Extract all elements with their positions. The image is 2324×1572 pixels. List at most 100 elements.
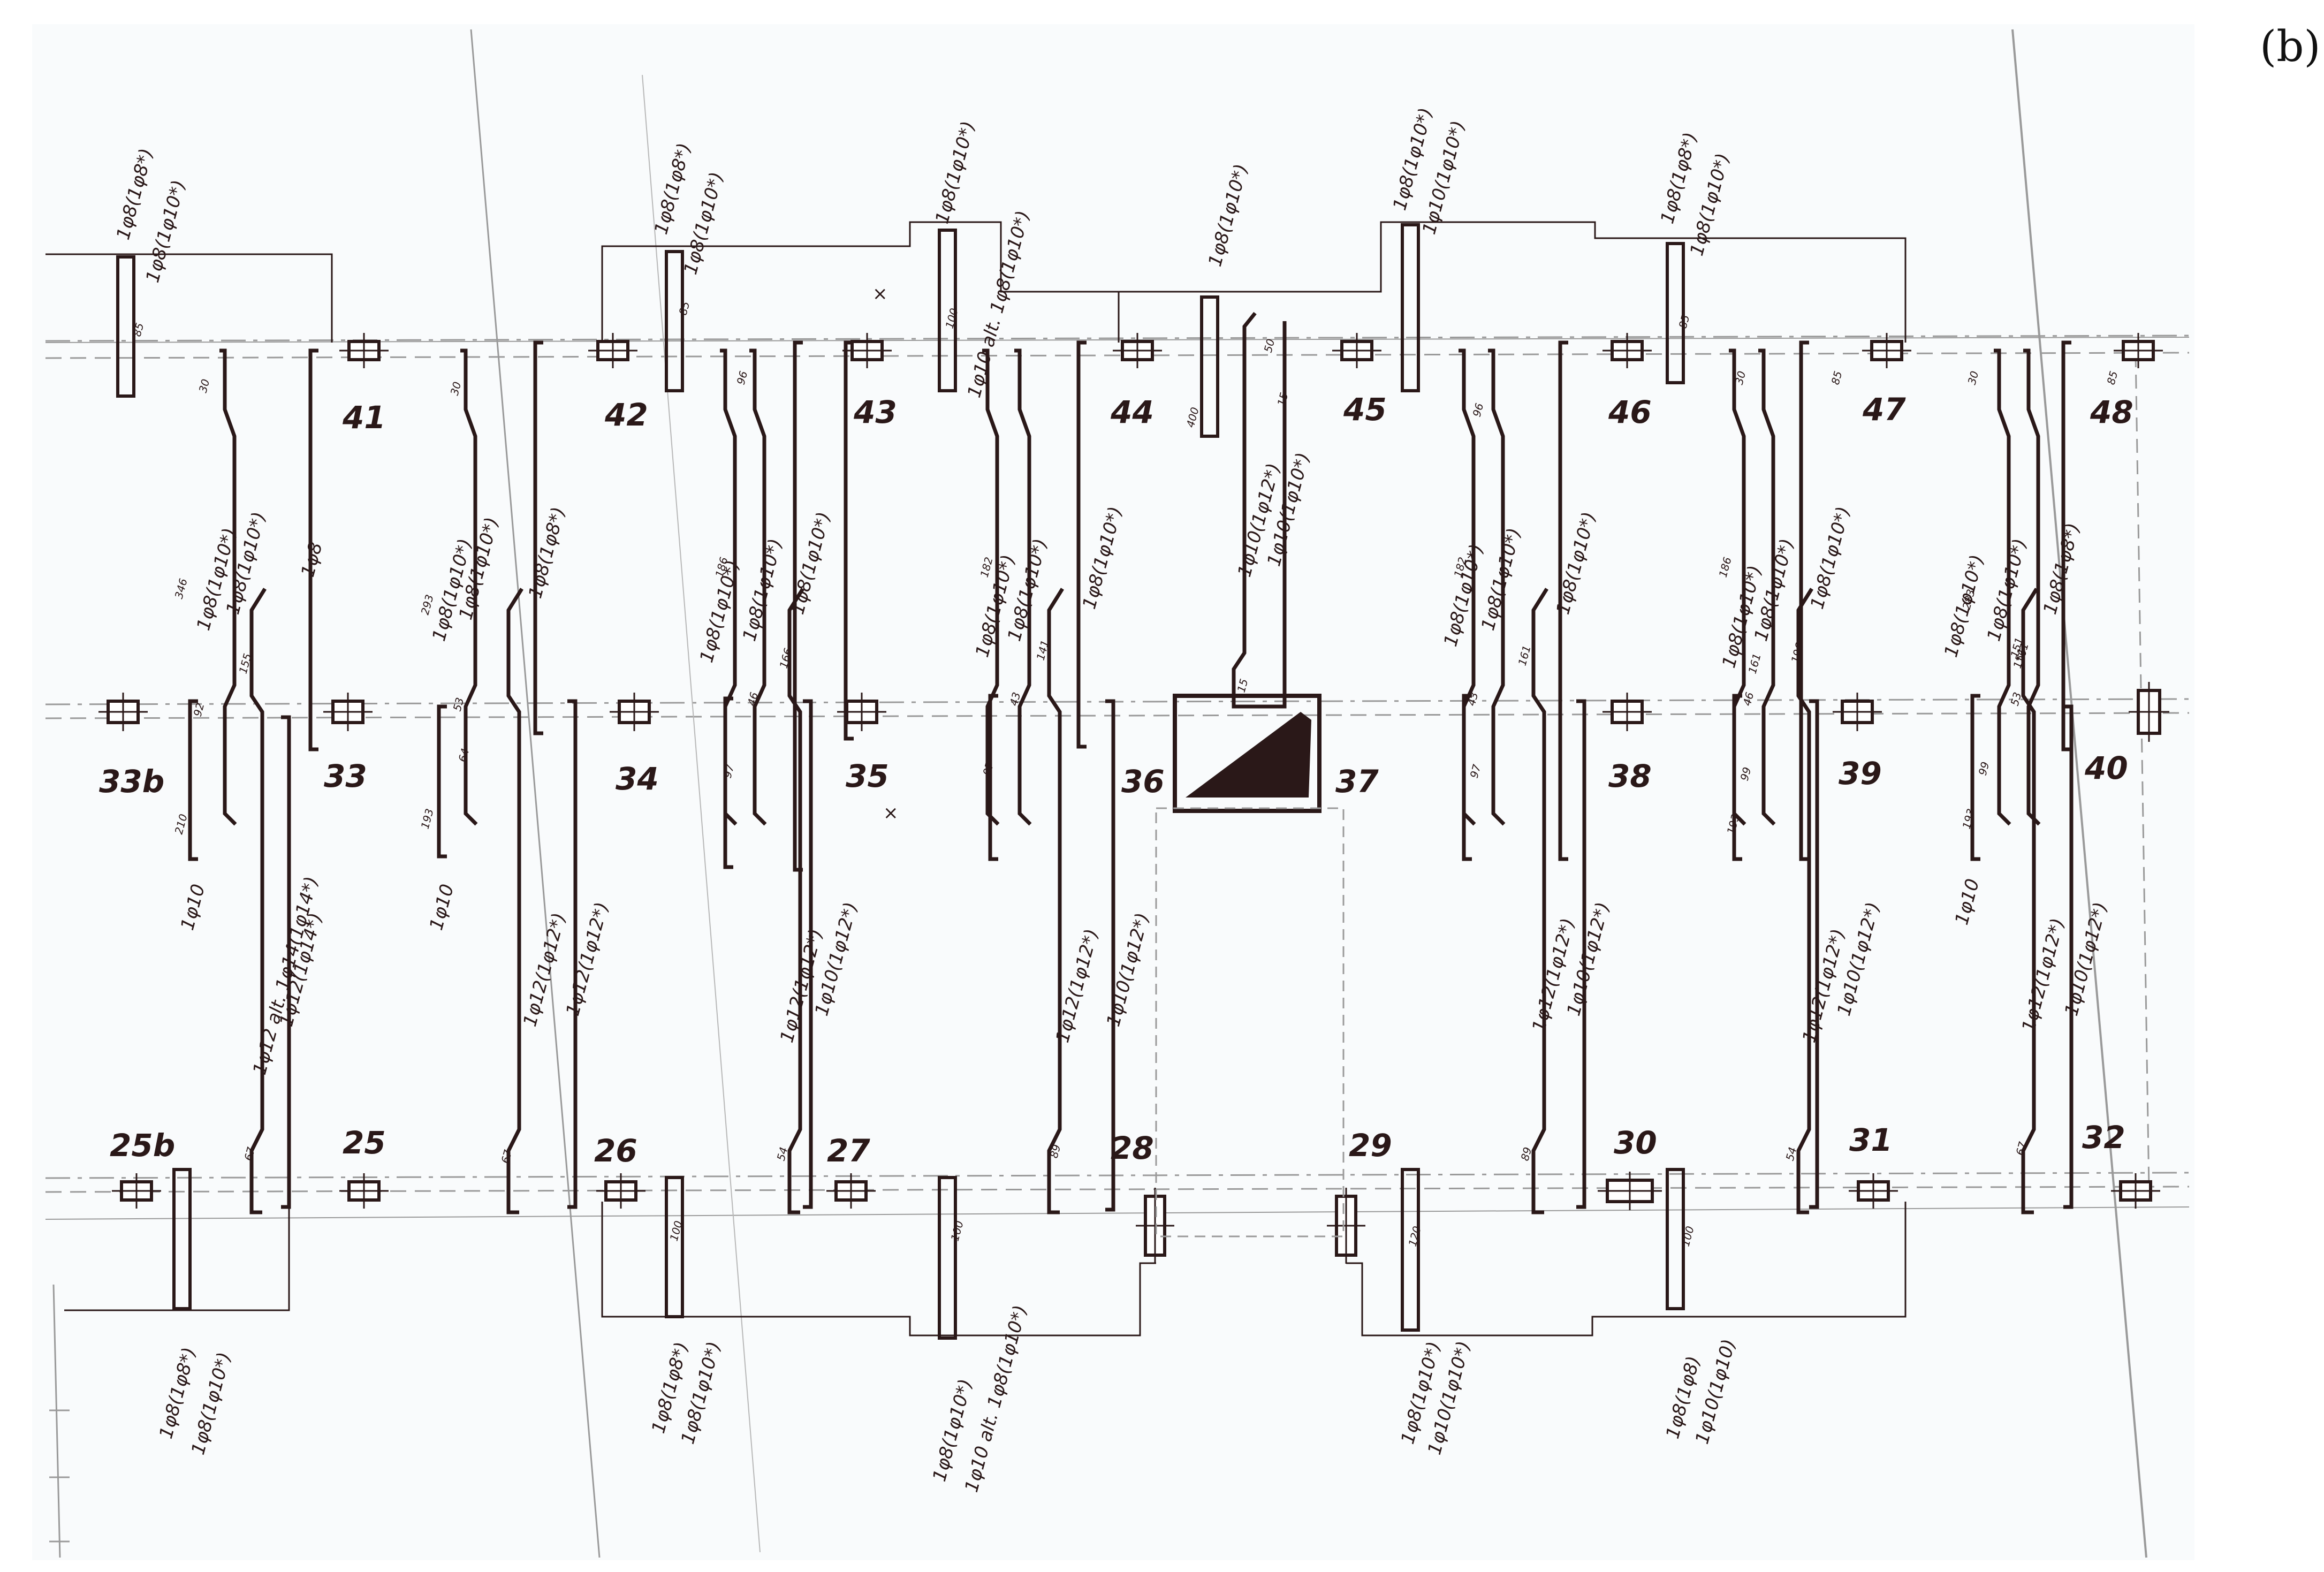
- bent-rebar: [460, 348, 478, 826]
- bent-rebar: [1758, 348, 1776, 826]
- column-label: 37: [1335, 763, 1379, 800]
- straight-rebar: [844, 340, 854, 741]
- edge-strip-bar: [1401, 223, 1420, 392]
- bent-rebar: [2023, 348, 2041, 826]
- column-label: 30: [1614, 1125, 1657, 1161]
- bent-rebar: [2021, 588, 2038, 1214]
- edge-strip-bar: [1666, 242, 1685, 384]
- straight-rebar: [2063, 704, 2074, 1209]
- column-label: 43: [853, 394, 897, 430]
- straight-rebar: [2061, 340, 2071, 751]
- straight-rebar: [803, 699, 813, 1209]
- bent-rebar: [249, 588, 267, 1214]
- column-label: 39: [1839, 755, 1882, 792]
- edge-strip-bar: [172, 1168, 192, 1310]
- straight-rebar: [1809, 699, 1819, 1209]
- beam-line: [45, 335, 2190, 342]
- pencil-guide: [470, 29, 601, 1558]
- column-label: 36: [1121, 763, 1165, 800]
- beam-line: [45, 698, 2190, 705]
- dashed-beam-lines: [45, 29, 2190, 1558]
- column-label: 38: [1608, 758, 1652, 794]
- straight-rebar: [723, 696, 733, 869]
- columns: [98, 333, 2169, 1264]
- column-label: 34: [616, 761, 659, 797]
- pencil-guide: [642, 74, 761, 1553]
- column-label: 28: [1111, 1130, 1154, 1166]
- panel-letter: (b): [2260, 21, 2321, 71]
- bent-rebar: [506, 588, 523, 1214]
- edge-strip-bar: [938, 1176, 957, 1340]
- wall-line: [601, 221, 1120, 343]
- wall-outline: [45, 221, 1907, 1336]
- edge-line: [2135, 353, 2150, 1189]
- bent-rebar: [219, 348, 237, 826]
- column-label: 42: [604, 397, 648, 433]
- core-frame: [1173, 694, 1322, 813]
- straight-rebar: [1076, 340, 1087, 749]
- column-label: 31: [1849, 1122, 1893, 1158]
- edge-strip-bar: [665, 250, 684, 392]
- straight-rebar: [188, 699, 198, 861]
- column-label: 35: [846, 758, 889, 794]
- rebar-bars: [116, 223, 2074, 1340]
- column-label: 45: [1343, 391, 1387, 428]
- cross-mark: ×: [883, 802, 899, 824]
- straight-rebar: [988, 694, 998, 861]
- column-label: 29: [1349, 1127, 1392, 1164]
- column-label: 44: [1110, 394, 1154, 430]
- straight-rebar: [1799, 340, 1809, 861]
- beam-line: [45, 352, 2190, 359]
- beam-line: [45, 1172, 2190, 1179]
- straight-rebar: [1462, 694, 1472, 861]
- bent-rebar: [1232, 312, 1287, 709]
- stair-opening: [1155, 807, 1345, 1237]
- bent-rebar: [1488, 348, 1506, 826]
- stair-wedge: [1186, 712, 1311, 798]
- straight-rebar: [437, 704, 447, 859]
- bent-rebar: [787, 588, 804, 1214]
- straight-rebar: [1732, 694, 1742, 861]
- straight-rebar: [567, 699, 578, 1209]
- bent-rebar: [1796, 588, 1813, 1214]
- column-label: 40: [2084, 750, 2128, 786]
- straight-rebar: [1576, 699, 1586, 1209]
- margin-line: [52, 1284, 61, 1558]
- bent-rebar: [1994, 348, 2011, 826]
- straight-rebar: [281, 715, 291, 1209]
- wall-line: [1346, 1202, 1907, 1336]
- straight-rebar: [1105, 699, 1115, 1212]
- straight-rebar: [308, 348, 318, 751]
- pencil-guide: [2011, 29, 2147, 1558]
- column-label: 46: [1608, 394, 1652, 430]
- edge-strip-bar: [665, 1176, 684, 1318]
- column-label: 25: [343, 1125, 386, 1161]
- bent-rebar: [1014, 348, 1032, 826]
- edge-strip-bar: [116, 255, 135, 398]
- straight-rebar: [1558, 340, 1568, 861]
- bent-rebar: [1531, 588, 1548, 1214]
- column-label: 33b: [99, 763, 164, 800]
- edge-strip-bar: [1666, 1168, 1685, 1310]
- cross-mark: ×: [872, 283, 888, 305]
- bent-rebar: [982, 348, 1000, 826]
- wall-line: [601, 1202, 1156, 1336]
- wall-line: [1119, 221, 1907, 343]
- straight-rebar: [533, 340, 543, 735]
- edge-strip-bar: [1401, 1168, 1420, 1332]
- edge-strip-bar: [938, 229, 957, 392]
- edge-strip-bar: [1200, 295, 1219, 438]
- column-label: 47: [1862, 391, 1906, 428]
- column-label: 33: [324, 758, 367, 794]
- wall-line: [45, 253, 333, 343]
- column-label: 25b: [110, 1127, 175, 1164]
- column-label: 27: [827, 1133, 870, 1169]
- bent-rebar: [1047, 588, 1064, 1214]
- slab-edge-line: [45, 337, 2190, 343]
- beam-line: [45, 712, 2190, 719]
- wall-line: [64, 1191, 290, 1311]
- column-label: 48: [2090, 394, 2133, 430]
